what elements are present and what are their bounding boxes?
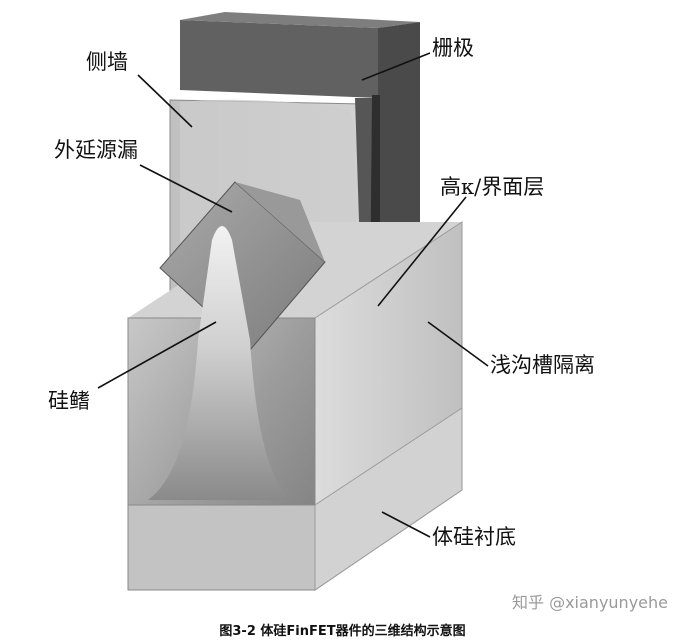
leader-lines <box>97 52 489 538</box>
gate-label: 栅极 <box>432 36 474 60</box>
high-k-label: 高κ/界面层 <box>440 175 545 199</box>
substrate-label: 体硅衬底 <box>432 525 516 549</box>
fin-shape <box>148 226 290 500</box>
sti-label: 浅沟槽隔离 <box>490 353 595 377</box>
epi-top-facet <box>235 182 325 262</box>
watermark: 知乎 @xianyunyehe <box>512 593 668 612</box>
fin-label: 硅鳍 <box>48 389 90 413</box>
epi-source-drain-label: 外延源漏 <box>54 138 138 162</box>
substrate-shape <box>127 407 463 591</box>
figure-caption: 图3-2 体硅FinFET器件的三维结构示意图 <box>219 624 466 639</box>
sidewall-label: 侧墙 <box>86 50 128 74</box>
